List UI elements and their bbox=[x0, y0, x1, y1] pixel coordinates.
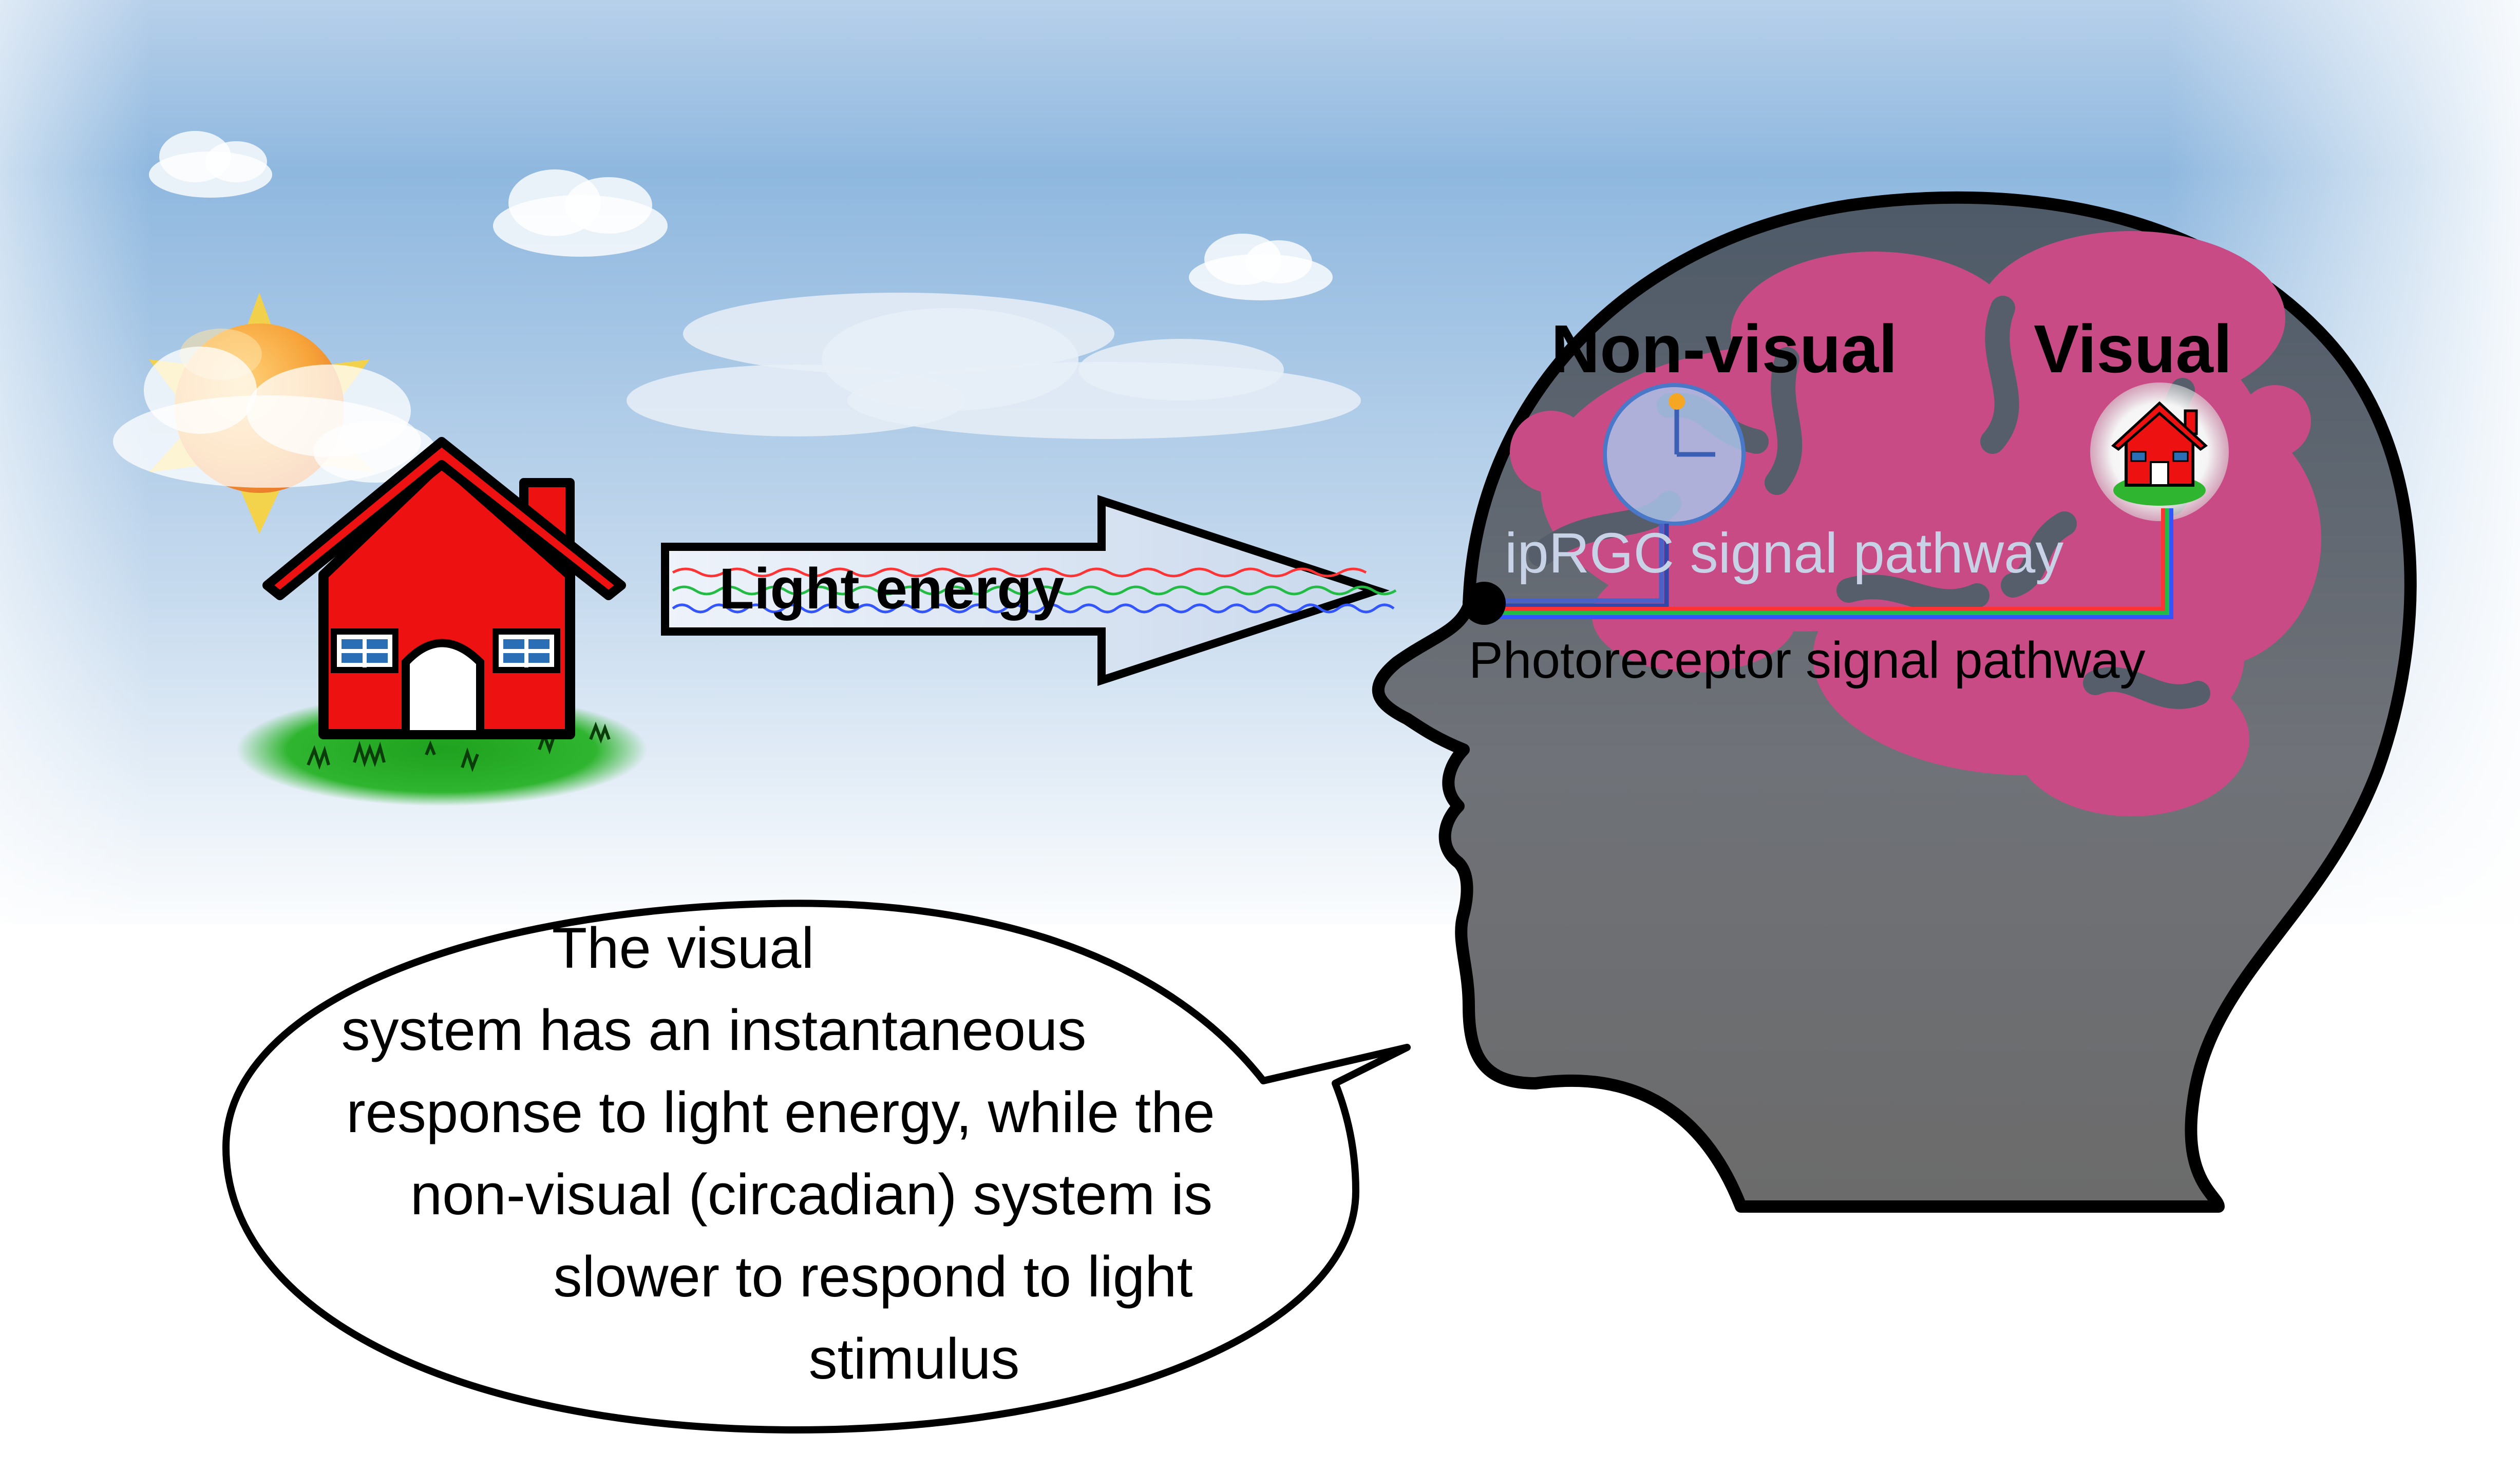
light-wave-green bbox=[672, 585, 1397, 596]
cloud-icon bbox=[149, 131, 272, 198]
cloud-icon bbox=[627, 293, 1361, 439]
house-icon bbox=[2090, 383, 2229, 521]
brain-shape bbox=[1510, 231, 2321, 816]
bubble-line-3: response to light energy, while the bbox=[346, 1080, 1215, 1144]
iprgc-pathway-line bbox=[1492, 524, 1669, 608]
cloud-icon bbox=[493, 169, 668, 257]
bubble-line-2: system has an instantaneous bbox=[342, 998, 1087, 1062]
arrow-icon: Light energy bbox=[661, 494, 1397, 686]
house-icon bbox=[236, 437, 647, 806]
photoreceptor-pathway-line bbox=[1492, 508, 2173, 619]
bubble-line-6: stimulus bbox=[809, 1327, 1020, 1391]
photoreceptor-pathway-label: Photoreceptor signal pathway bbox=[1469, 632, 2145, 689]
non-visual-label: Non-visual bbox=[1551, 311, 1898, 387]
eye-icon bbox=[1463, 582, 1506, 625]
clock-icon bbox=[1603, 383, 1746, 526]
light-wave-blue bbox=[672, 603, 1395, 614]
iprgc-pathway-label: ipRGC signal pathway bbox=[1505, 522, 2063, 585]
light-energy-label: Light energy bbox=[719, 557, 1064, 621]
cloud-icon bbox=[113, 347, 437, 488]
bubble-line-5: slower to respond to light bbox=[553, 1245, 1192, 1309]
cloud-icon bbox=[1189, 234, 1333, 300]
speech-bubble: The visual system has an instantaneous r… bbox=[222, 900, 1411, 1433]
bubble-line-4: non-visual (circadian) system is bbox=[410, 1162, 1212, 1227]
light-wave-red bbox=[672, 567, 1367, 578]
visual-label: Visual bbox=[2034, 311, 2232, 387]
bubble-line-1: The visual bbox=[552, 916, 814, 980]
